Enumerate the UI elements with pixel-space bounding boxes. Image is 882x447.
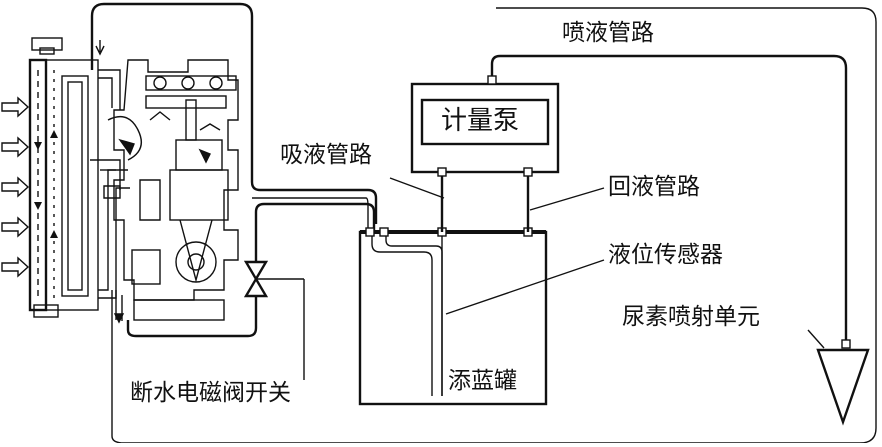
airflow-arrows <box>1 96 30 278</box>
coolant-hoses <box>90 40 130 324</box>
return-line-label: 回液管路 <box>608 174 700 200</box>
engine-block <box>103 59 239 321</box>
metering-pump <box>410 54 848 342</box>
shutoff-valve-label: 断水电磁阀开关 <box>130 380 291 406</box>
shutoff-solenoid-valve <box>243 260 305 380</box>
urea-injector-label: 尿素喷射单元 <box>622 304 760 330</box>
urea-tank <box>358 227 548 406</box>
level-sensor-label: 液位传感器 <box>608 242 723 268</box>
tank-label: 添蓝罐 <box>448 368 517 394</box>
leader-lines <box>389 177 825 349</box>
urea-injector <box>816 339 870 426</box>
spray-line-label: 喷液管路 <box>562 20 654 46</box>
engine-illustration <box>1 37 239 324</box>
radiator <box>28 37 99 318</box>
metering-pump-label: 计量泵 <box>441 106 520 136</box>
suction-line-label: 吸液管路 <box>280 142 372 168</box>
